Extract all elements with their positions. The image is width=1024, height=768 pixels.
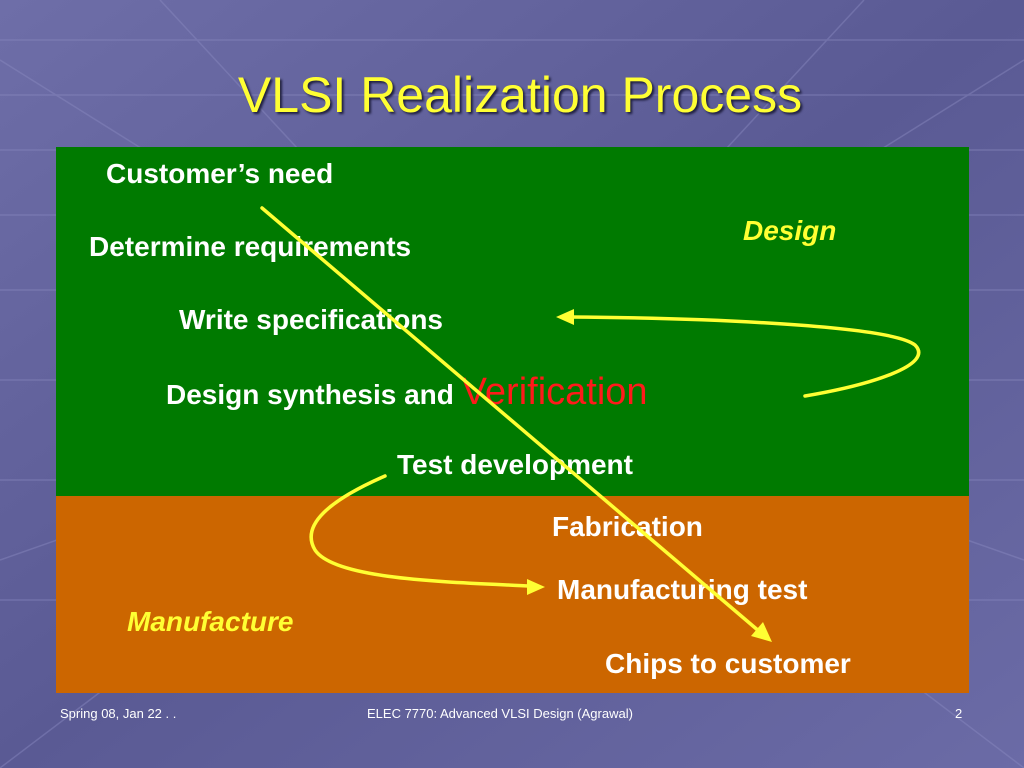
step-determine-requirements: Determine requirements [89, 231, 412, 262]
footer-course: ELEC 7770: Advanced VLSI Design (Agrawal… [367, 706, 633, 721]
process-flow-arrow [260, 206, 762, 634]
step-chips-to-customer: Chips to customer [605, 648, 851, 679]
slide-title: VLSI Realization Process [237, 67, 803, 123]
step-test-development: Test development [397, 449, 633, 480]
step-write-specifications: Write specifications [179, 304, 444, 335]
step-customer-need: Customer’s need [106, 158, 334, 189]
verification-arrowhead-icon [556, 309, 574, 325]
verification-feedback-arrow [568, 315, 921, 398]
test-arrowhead-icon [527, 579, 545, 595]
footer-date: Spring 08, Jan 22 . . [60, 706, 177, 721]
step-manufacturing-test: Manufacturing test [557, 574, 808, 605]
phase-label-manufacture: Manufacture [127, 606, 294, 637]
phase-label-design: Design [743, 215, 837, 246]
manufacture-phase-panel [56, 496, 969, 693]
design-phase-panel [56, 147, 969, 496]
test-feedback-arrow [309, 474, 532, 588]
design-synthesis-label: Design synthesis and [166, 379, 454, 410]
process-flow-arrowhead-icon [751, 622, 772, 642]
footer-page-number: 2 [955, 706, 963, 721]
